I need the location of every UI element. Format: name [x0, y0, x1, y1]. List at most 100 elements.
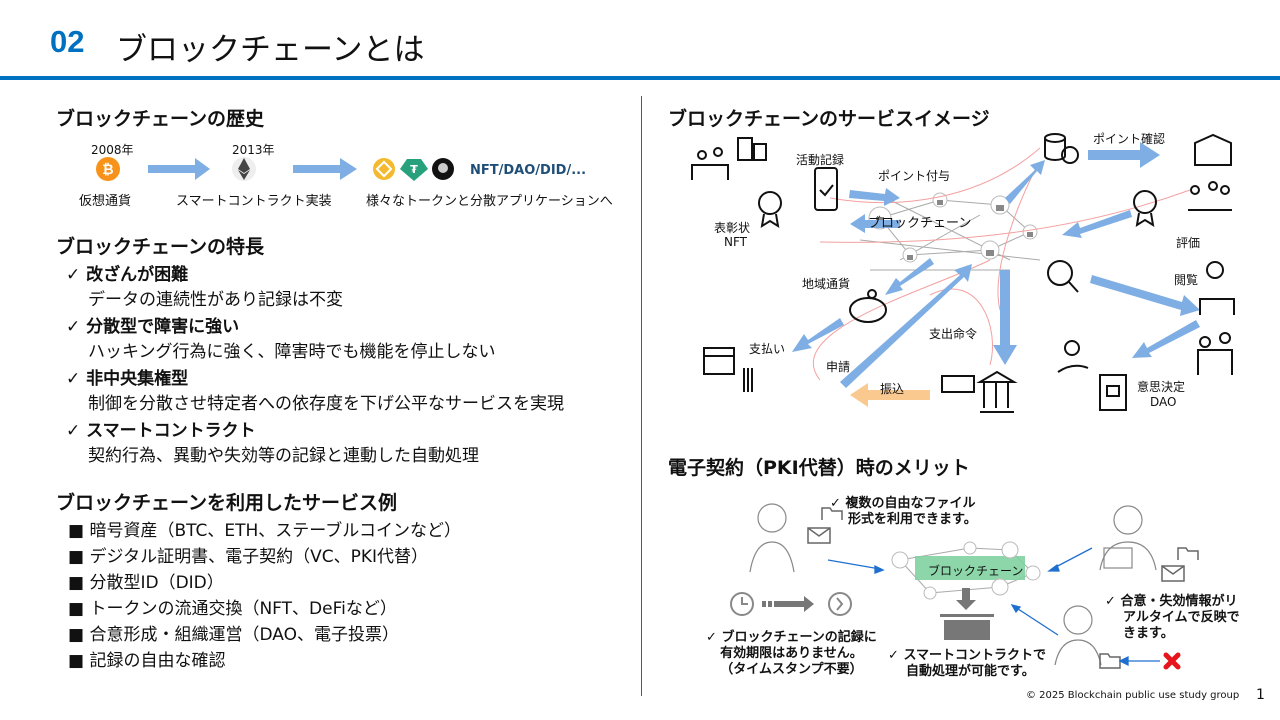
service-item: ■ 分散型ID（DID）: [68, 568, 461, 594]
bullet-icon: ■: [68, 651, 85, 671]
nft-token-icon: [432, 158, 454, 180]
feature-title: 改ざんが困難: [86, 265, 189, 285]
history-timeline: ₿ ₮: [96, 157, 454, 181]
note-line: 形式を利用できます。: [848, 512, 977, 527]
bullet-icon: ■: [68, 573, 85, 593]
money-bank-icon: [941, 370, 1018, 413]
features-heading: ブロックチェーンの特長: [56, 236, 265, 258]
point-database-icon: [1044, 133, 1079, 164]
arrow-decision: [1132, 320, 1200, 358]
arrow-point-grant: [849, 188, 900, 206]
title-rule: [0, 76, 1280, 80]
note-line: ブロックチェーンの記録に: [721, 630, 877, 645]
service-item: ■ 記録の自由な確認: [68, 646, 461, 672]
note-line: （タイムスタンプ不要）: [720, 662, 863, 677]
feature-desc: ハッキング行為に強く、障害時でも機能を停止しない: [88, 342, 496, 362]
service-text: 記録の自由な確認: [89, 651, 226, 671]
blockchain-box: [915, 556, 1025, 580]
bullet-icon: ■: [68, 625, 85, 645]
bnb-token-icon: [373, 158, 395, 180]
service-item: ■ 暗号資産（BTC、ETH、ステーブルコインなど）: [68, 516, 461, 542]
mail-icon: [807, 527, 831, 544]
feature-item: ✓ 分散型で障害に強い ハッキング行為に強く、障害時でも機能を停止しない: [66, 312, 564, 364]
note-line: アルタイムで反映で: [1123, 610, 1240, 625]
timeline-arrow: [762, 596, 814, 612]
contract-center-label: ブロックチェーン: [928, 564, 1024, 578]
feature-desc: データの連続性があり記録は不変: [88, 290, 343, 310]
reject-icon: [1163, 652, 1181, 670]
service-image-diagram: [691, 133, 1235, 413]
service-image-heading: ブロックチェーンのサービスイメージ: [668, 108, 990, 130]
sv-label-evaluation: 評価: [1176, 236, 1201, 250]
arrow-award: [850, 214, 900, 233]
contract-heading: 電子契約（PKI代替）時のメリット: [668, 457, 970, 479]
footer-copyright: © 2025 Blockchain public use study group: [1026, 690, 1240, 701]
note-line: 複数の自由なファイル: [845, 496, 976, 511]
service-text: トークンの流通交換（NFT、DeFiなど）: [89, 599, 397, 619]
service-text: 暗号資産（BTC、ETH、ステーブルコインなど）: [89, 521, 461, 541]
feature-title: スマートコントラクト: [86, 421, 256, 441]
history-heading: ブロックチェーンの歴史: [56, 108, 265, 130]
man-laptop-icon: [1099, 505, 1157, 571]
check-icon: ✓: [706, 630, 717, 645]
smartphone-check-icon: [814, 167, 838, 211]
buildings-icon: [737, 137, 767, 161]
service-item: ■ デジタル証明書、電子契約（VC、PKI代替）: [68, 542, 461, 568]
sv-center-label: ブロックチェーン: [868, 216, 972, 231]
folder-icon-right: [1177, 547, 1199, 560]
feature-item: ✓ 非中央集権型 制御を分散させ特定者への依存度を下げ公平なサービスを実現: [66, 364, 564, 416]
contract-blue-arrows: [827, 547, 1160, 667]
svg-text:₮: ₮: [410, 163, 418, 176]
section-number: 02: [50, 24, 85, 59]
sv-label-application: 申請: [826, 360, 851, 374]
history-arrow-2: [293, 158, 357, 180]
page-title: ブロックチェーンとは: [116, 32, 425, 68]
arrow-to-point-db: [1005, 160, 1045, 204]
tether-token-icon: ₮: [400, 159, 428, 181]
check-icon: ✓: [888, 648, 899, 663]
clock-icon: [730, 592, 754, 616]
services-heading: ブロックチェーンを利用したサービス例: [56, 492, 398, 514]
check-icon: ✓: [66, 369, 81, 389]
service-item: ■ 合意形成・組織運営（DAO、電子投票）: [68, 620, 461, 646]
note-line: スマートコントラクトで: [903, 648, 1047, 663]
sv-label-decision: 意思決定: [1137, 380, 1186, 394]
sv-label-payment: 支払い: [749, 342, 786, 356]
feature-desc: 契約行為、異動や失効等の記録と連動した自動処理: [88, 446, 479, 466]
sv-label-decision-dao: DAO: [1150, 395, 1177, 409]
note-line: 合意・失効情報がリ: [1120, 594, 1238, 609]
services-list: ■ 暗号資産（BTC、ETH、ステーブルコインなど） ■ デジタル証明書、電子契…: [68, 516, 461, 672]
ethereum-icon: [232, 157, 256, 181]
features-list: ✓ 改ざんが困難 データの連続性があり記録は不変 ✓ 分散型で障害に強い ハッキ…: [66, 260, 564, 468]
check-icon: ✓: [66, 317, 81, 337]
blue-arrows: [792, 142, 1200, 388]
note-realtime: ✓ 合意・失効情報がリ アルタイムで反映で きます。: [1105, 594, 1240, 642]
note-line: 自動処理が可能です。: [906, 664, 1035, 679]
file-icons: [807, 507, 1199, 669]
note-line: 有効期限はありません。: [720, 646, 863, 661]
audience-icon: [1199, 261, 1235, 315]
service-item: ■ トークンの流通交換（NFT、DeFiなど）: [68, 594, 461, 620]
page-number: 1: [1256, 687, 1265, 703]
contract-people: [749, 503, 1157, 666]
search-lock-icon: [1047, 260, 1079, 293]
bullet-icon: ■: [68, 599, 85, 619]
check-icon: ✓: [830, 496, 841, 511]
check-icon: ✓: [66, 421, 81, 441]
feature-item: ✓ 改ざんが困難 データの連続性があり記録は不変: [66, 260, 564, 312]
city-hall-icon: [1194, 133, 1232, 166]
contract-diagram: [730, 503, 1199, 670]
meeting-icon: [1188, 181, 1232, 211]
history-arrow-1: [148, 158, 210, 180]
bullet-icon: ■: [68, 547, 85, 567]
shop-icon: [703, 347, 735, 375]
folder-icon: [821, 507, 843, 520]
sv-label-spending-order: 支出命令: [929, 327, 978, 341]
folder-icon-bottom: [1099, 653, 1121, 669]
feature-desc: 制御を分散させ特定者への依存度を下げ公平なサービスを実現: [88, 394, 564, 414]
piggy-bank-icon: [849, 289, 887, 323]
voting-box-icon: [1099, 374, 1127, 411]
award-icon: [758, 191, 782, 229]
arrow-payment: [792, 318, 844, 352]
sv-label-award-nft: NFT: [724, 235, 747, 249]
